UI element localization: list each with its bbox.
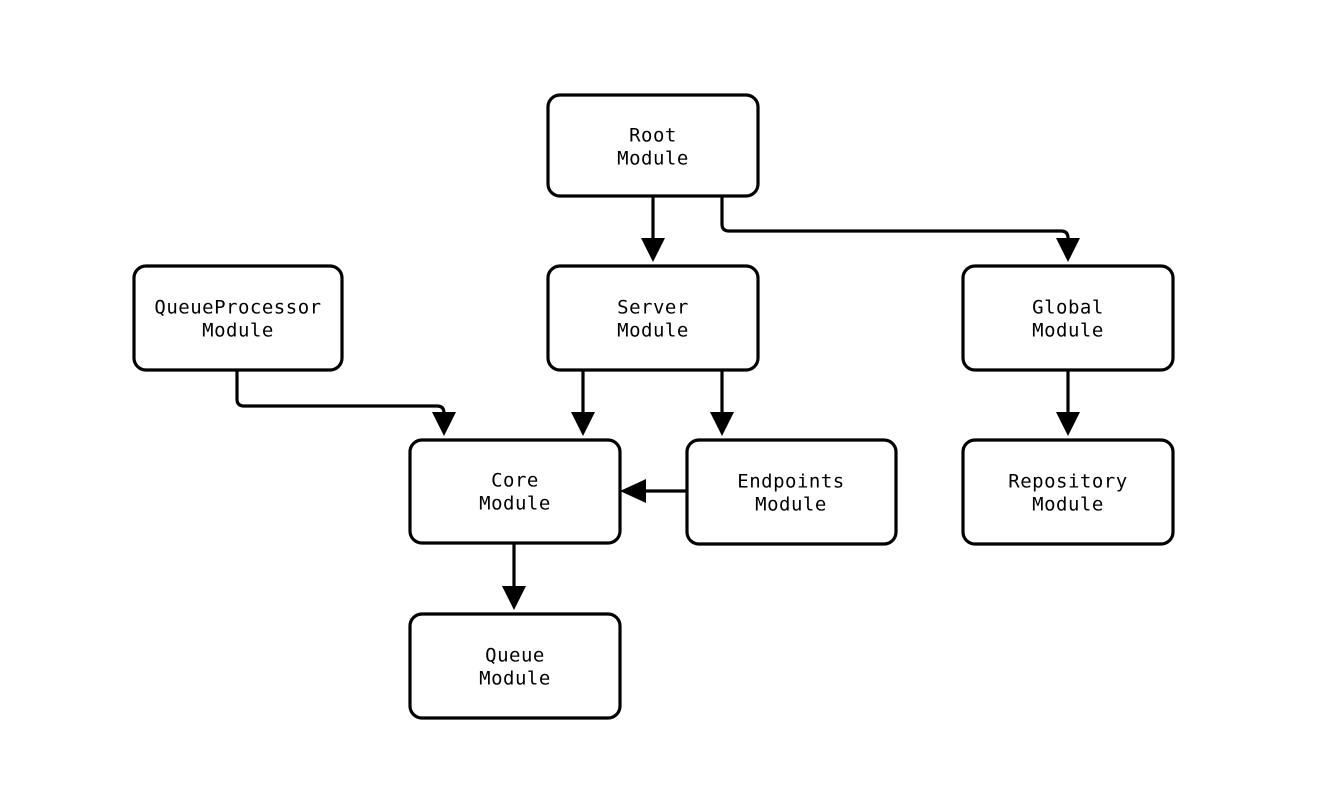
node-queue-module-label-line2: Module (479, 668, 551, 690)
edge-endpoints-to-core-arrowhead (620, 479, 646, 503)
node-queue-module-label-line1: Queue (485, 645, 545, 667)
edge-root-to-global (720, 196, 1080, 262)
edge-queueprocessor-to-core-line (235, 370, 446, 418)
node-root-module[interactable]: Root Module (546, 93, 760, 198)
edge-server-to-core-arrowhead (571, 412, 595, 436)
node-core-module-label-line1: Core (491, 470, 539, 492)
node-endpoints-module-label-line2: Module (755, 494, 827, 516)
edge-server-to-endpoints-arrowhead (710, 412, 734, 436)
node-server-module[interactable]: Server Module (546, 264, 760, 372)
node-core-module-label-line2: Module (479, 493, 551, 515)
node-repository-module-label-line2: Module (1032, 494, 1104, 516)
node-queueprocessor-module-label-line1: QueueProcessor (154, 297, 321, 319)
edge-root-to-server-arrowhead (641, 238, 665, 262)
edge-core-to-queue-arrowhead (502, 586, 526, 610)
edge-server-to-core (571, 370, 595, 436)
edge-queueprocessor-to-core-arrowhead (432, 412, 456, 436)
edge-global-to-repository-arrowhead (1056, 412, 1080, 436)
node-queueprocessor-module-label-line2: Module (202, 320, 274, 342)
node-queue-module-box[interactable] (408, 612, 622, 720)
edge-endpoints-to-core (620, 479, 687, 503)
node-repository-module[interactable]: Repository Module (961, 438, 1175, 546)
node-global-module-label-line2: Module (1032, 320, 1104, 342)
edge-server-to-endpoints (710, 370, 734, 436)
node-global-module-box[interactable] (961, 264, 1175, 372)
node-global-module-label-line1: Global (1032, 297, 1104, 319)
node-repository-module-label-line1: Repository (1008, 471, 1127, 493)
node-queue-module[interactable]: Queue Module (408, 612, 622, 720)
node-server-module-label-line1: Server (617, 297, 689, 319)
node-core-module[interactable]: Core Module (408, 438, 622, 545)
node-root-module-label-line1: Root (629, 125, 677, 147)
node-server-module-label-line2: Module (617, 320, 689, 342)
edge-root-to-server (641, 196, 665, 262)
node-endpoints-module-label-line1: Endpoints (737, 471, 844, 493)
node-root-module-box[interactable] (546, 93, 760, 198)
edge-global-to-repository (1056, 370, 1080, 436)
node-core-module-box[interactable] (408, 438, 622, 545)
node-root-module-label-line2: Module (617, 148, 689, 170)
edge-root-to-global-line (720, 196, 1070, 244)
edge-queueprocessor-to-core (235, 370, 456, 436)
node-repository-module-box[interactable] (961, 438, 1175, 546)
node-server-module-box[interactable] (546, 264, 760, 372)
node-global-module[interactable]: Global Module (961, 264, 1175, 372)
node-queueprocessor-module-box[interactable] (132, 264, 344, 372)
node-queueprocessor-module[interactable]: QueueProcessor Module (132, 264, 344, 372)
edge-root-to-global-arrowhead (1056, 238, 1080, 262)
node-endpoints-module[interactable]: Endpoints Module (685, 438, 898, 546)
edge-core-to-queue (502, 543, 526, 610)
node-endpoints-module-box[interactable] (685, 438, 898, 546)
